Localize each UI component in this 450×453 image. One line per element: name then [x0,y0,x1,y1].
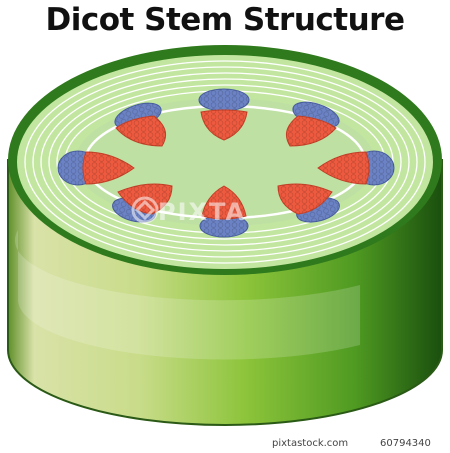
vascular-bundle-right [317,150,395,186]
vascular-bundle-lower-right [277,183,340,223]
vascular-bundle-left [57,150,135,186]
vascular-bundle-bottom [199,185,249,238]
vascular-bundle-top [198,88,250,141]
watermark-text: PIXTA [158,198,247,226]
vascular-bundle-upper-right [285,101,340,147]
footer-image-number: 60794340 [380,438,431,449]
footer: pixtastock.com 60794340 [0,438,450,453]
watermark-logo [131,196,159,224]
page-title: Dicot Stem Structure [45,2,406,38]
footer-site: pixtastock.com [272,438,349,449]
stem-side-highlight [14,230,360,360]
vascular-bundle-upper-left [114,102,167,147]
